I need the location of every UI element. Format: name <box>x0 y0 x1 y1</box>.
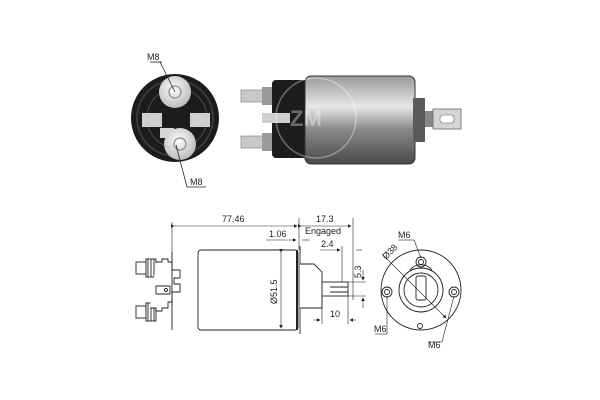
lower-stud-icon <box>240 135 264 149</box>
slot-width-label: 5.3 <box>353 265 363 278</box>
left-hole-label: M6 <box>374 324 387 334</box>
top-hole-label: M6 <box>398 230 411 240</box>
plunger-offset-label: 2.4 <box>321 239 334 249</box>
drawing-body <box>197 249 299 331</box>
spade-terminal-icon <box>262 113 290 123</box>
engaged-label: Engaged <box>305 226 341 236</box>
engaged-travel-label: 17.3 <box>316 214 334 224</box>
bottom-terminal-label: M8 <box>190 177 203 187</box>
right-spade-icon <box>190 113 210 127</box>
overall-length-label: 77.46 <box>222 214 245 224</box>
bottom-terminal-icon <box>164 128 196 160</box>
body-diameter-label: Ø51.5 <box>269 279 279 304</box>
right-hole-label: M6 <box>428 340 441 350</box>
photo-end-view: M8 M8 <box>131 52 219 188</box>
drawing-end-view <box>375 239 462 343</box>
drawing-side-view <box>135 218 366 334</box>
watermark-logo: ZM <box>275 77 357 159</box>
tip-length-label: 10 <box>330 309 340 319</box>
photo-side-view: ZM <box>240 75 462 165</box>
upper-stud-icon <box>240 89 264 103</box>
black-end-cap <box>272 80 312 158</box>
flange-thickness-label: 1.06 <box>269 229 287 239</box>
drawing-side-labels: 77.46 17.3 Engaged 1.06 2.4 Ø51.5 5.3 10 <box>222 214 363 319</box>
top-terminal-label: M8 <box>147 52 160 62</box>
left-spade-icon <box>142 113 162 127</box>
svg-text:ZM: ZM <box>290 106 322 131</box>
